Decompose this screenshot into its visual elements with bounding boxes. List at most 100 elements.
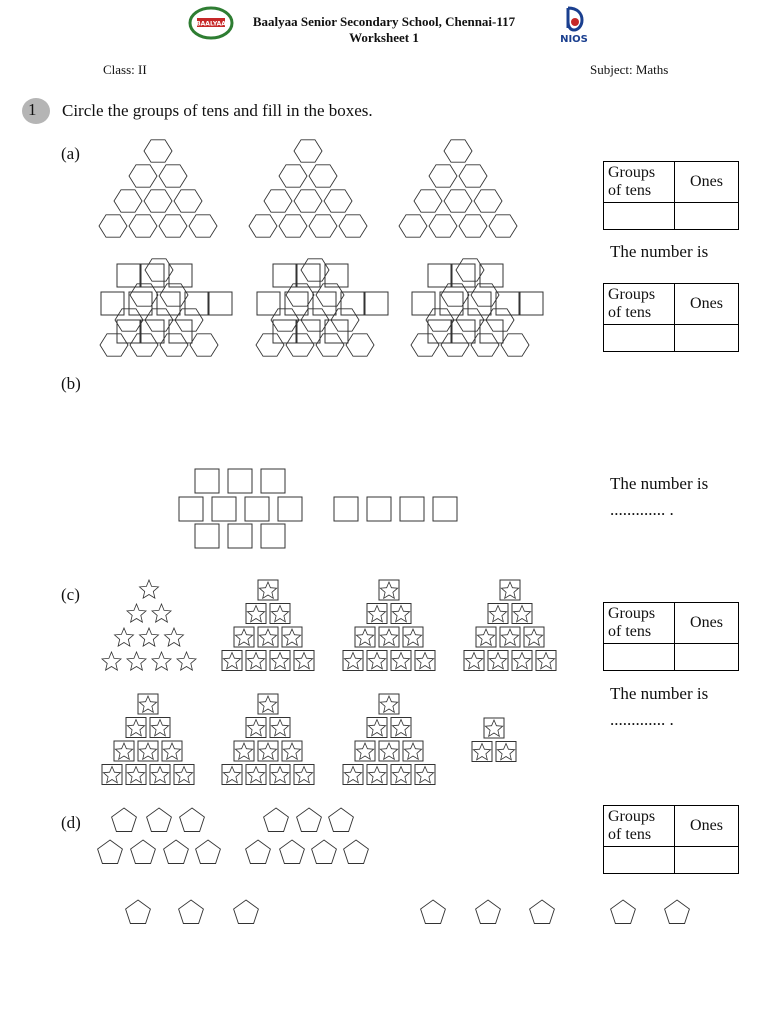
question-text: Circle the groups of tens and fill in th… — [62, 101, 373, 120]
number-blank[interactable]: ............. . — [610, 500, 674, 519]
star-shape — [174, 765, 194, 784]
star-shape — [222, 765, 242, 784]
star-shape — [126, 718, 146, 737]
hexagon-shape — [458, 214, 488, 238]
star-shape — [500, 580, 520, 600]
hexagon-shape — [300, 258, 330, 282]
star-shape — [234, 741, 254, 761]
hexagon-shape — [315, 333, 345, 357]
star-shape — [234, 627, 254, 647]
square-shape — [272, 263, 297, 288]
square-shape — [269, 764, 291, 785]
hexagon-shape — [285, 283, 315, 307]
square-shape — [194, 468, 220, 494]
square-shape — [535, 650, 557, 671]
hexagon-shape — [488, 214, 518, 238]
ones-answer-box[interactable] — [674, 643, 739, 671]
pentagon-shape — [311, 839, 337, 864]
ones-label: Ones — [674, 602, 739, 644]
square-shape — [194, 523, 220, 549]
hexagon-shape — [143, 139, 173, 163]
square-shape — [227, 523, 253, 549]
hexagon-shape — [270, 308, 300, 332]
hexagon-shape — [428, 164, 458, 188]
square-shape — [523, 626, 545, 648]
hexagon-shape — [398, 214, 428, 238]
star-shape — [246, 718, 266, 737]
star-shape — [403, 741, 423, 761]
square-shape — [499, 626, 521, 648]
star-shape — [367, 718, 387, 737]
square-shape — [211, 496, 237, 522]
pentagon-shape — [279, 839, 305, 864]
star-shape — [391, 651, 411, 670]
hexagon-shape — [114, 308, 144, 332]
hexagon-shape — [174, 308, 204, 332]
class-label: Class: II — [103, 62, 147, 77]
groups-label: Groups — [608, 808, 656, 825]
star-shape — [138, 694, 158, 714]
star-shape — [222, 651, 242, 670]
star-shape — [536, 651, 556, 670]
hexagon-shape — [293, 139, 323, 163]
number-is-label: The number is — [610, 242, 709, 261]
star-shape — [151, 650, 172, 671]
pentagon-shape — [130, 839, 156, 864]
hexagon-shape — [158, 214, 188, 238]
number-blank[interactable]: ............. . — [610, 710, 674, 729]
square-shape — [281, 626, 303, 648]
tens-answer-box[interactable] — [603, 643, 675, 671]
star-shape — [294, 765, 314, 784]
square-shape — [125, 717, 147, 738]
square-shape — [427, 319, 452, 344]
school-logo: BAALYAA — [188, 6, 234, 40]
star-shape — [246, 651, 266, 670]
star-shape — [415, 651, 435, 670]
square-shape — [116, 263, 141, 288]
hexagon-shape — [485, 308, 515, 332]
hexagon-shape — [98, 214, 128, 238]
hexagon-shape — [345, 333, 375, 357]
star-shape — [126, 765, 146, 784]
star-shape — [138, 741, 158, 761]
hexagon-shape — [293, 189, 323, 213]
groups-label: Groups — [608, 605, 656, 622]
hexagon-shape — [455, 308, 485, 332]
hexagon-shape — [278, 214, 308, 238]
star-shape — [355, 627, 375, 647]
square-shape — [511, 650, 533, 671]
square-shape — [149, 764, 171, 785]
square-shape — [269, 650, 291, 671]
square-shape — [342, 650, 364, 671]
star-shape — [391, 765, 411, 784]
square-shape — [342, 764, 364, 785]
ones-label: Ones — [674, 283, 739, 325]
ones-answer-box[interactable] — [674, 846, 739, 874]
tens-answer-box[interactable] — [603, 202, 675, 230]
tens-answer-box[interactable] — [603, 846, 675, 874]
star-shape — [102, 765, 122, 784]
hexagon-shape — [473, 189, 503, 213]
hexagon-shape — [285, 333, 315, 357]
star-shape — [484, 718, 504, 738]
ones-answer-box[interactable] — [674, 324, 739, 352]
square-shape — [257, 579, 279, 601]
square-shape — [277, 496, 303, 522]
star-shape — [258, 627, 278, 647]
square-shape — [378, 579, 400, 601]
pentagon-shape — [328, 807, 354, 832]
star-shape — [500, 627, 520, 647]
square-shape — [390, 717, 412, 738]
hexagon-shape — [158, 164, 188, 188]
ones-answer-box[interactable] — [674, 202, 739, 230]
square-shape — [173, 764, 195, 785]
star-shape — [343, 765, 363, 784]
square-shape — [293, 650, 315, 671]
square-shape — [149, 717, 171, 738]
hexagon-shape — [159, 333, 189, 357]
square-shape — [364, 291, 389, 316]
square-shape — [245, 717, 267, 738]
square-shape — [390, 650, 412, 671]
square-shape — [340, 291, 365, 316]
tens-answer-box[interactable] — [603, 324, 675, 352]
